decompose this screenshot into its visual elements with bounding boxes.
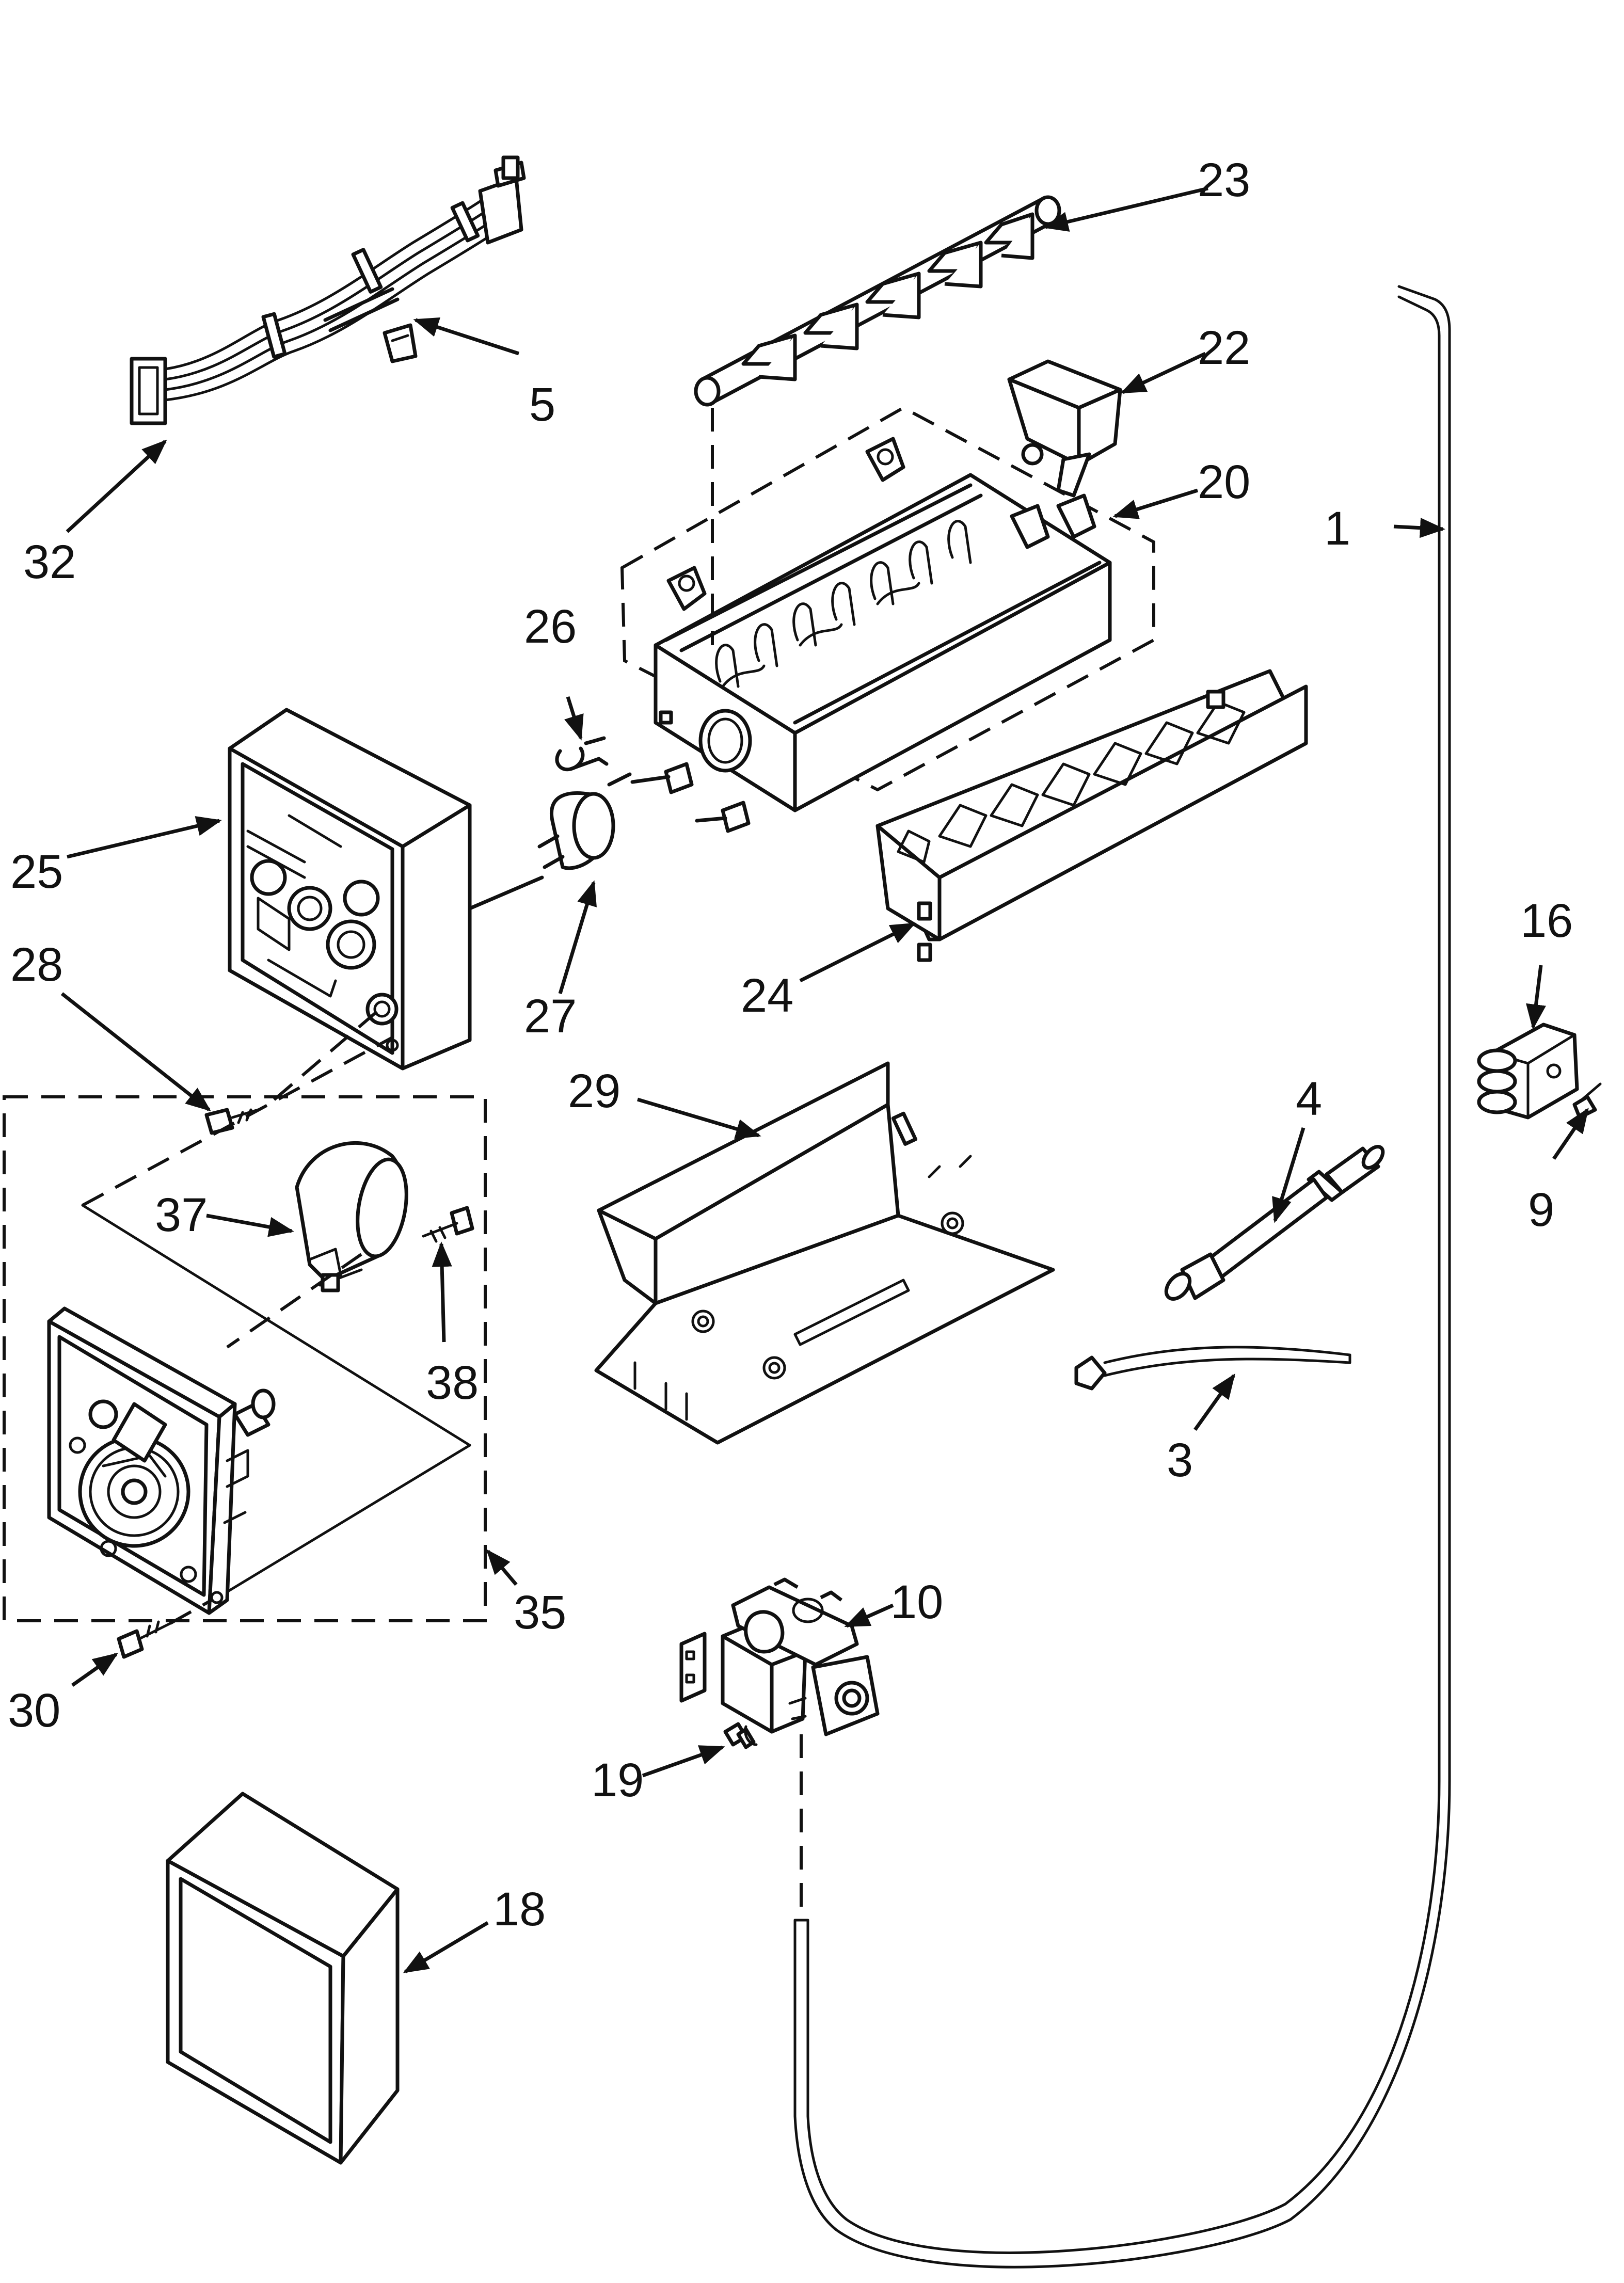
module-kit-box xyxy=(3,1036,487,1622)
callout-30: 30 xyxy=(8,1684,60,1737)
callout-25: 25 xyxy=(10,845,63,898)
shroud xyxy=(594,1061,1055,1445)
fill-cup xyxy=(1007,359,1122,498)
callout-35: 35 xyxy=(514,1586,566,1639)
callout-19: 19 xyxy=(591,1754,644,1807)
callout-38: 38 xyxy=(426,1356,479,1409)
screw-30-alignment xyxy=(169,1599,213,1625)
callout-20: 20 xyxy=(1198,456,1250,508)
callout-26: 26 xyxy=(524,600,577,653)
wire-harness xyxy=(130,155,526,425)
callout-16: 16 xyxy=(1520,895,1573,947)
screw-38 xyxy=(422,1206,474,1243)
callout-37: 37 xyxy=(155,1189,208,1241)
water-valve xyxy=(679,1577,880,1736)
callout-28: 28 xyxy=(10,938,63,991)
stripper xyxy=(875,669,1308,962)
callout-29: 29 xyxy=(568,1065,620,1117)
module-housing xyxy=(228,708,472,1071)
callout-1: 1 xyxy=(1324,502,1350,555)
callout-27: 27 xyxy=(524,990,577,1043)
ice-mold xyxy=(620,406,1155,812)
water-line xyxy=(793,285,1451,2269)
water-tube xyxy=(1074,1346,1351,1391)
callout-5: 5 xyxy=(529,378,555,431)
screw-28-alignment xyxy=(267,1010,378,1106)
thermostat-retainer xyxy=(555,736,609,772)
callout-labels: 23 22 20 1 5 32 26 25 27 24 28 29 16 4 9… xyxy=(8,154,1573,1936)
thermostat xyxy=(537,772,632,870)
leader-arrows xyxy=(60,186,1589,1974)
mold-heater-pins xyxy=(630,762,751,833)
callout-24: 24 xyxy=(741,969,793,1022)
callout-4: 4 xyxy=(1296,1073,1322,1125)
thermostat-alignment xyxy=(468,875,544,911)
callout-9: 9 xyxy=(1528,1184,1554,1236)
water-line-bracket xyxy=(1477,1023,1579,1120)
callout-18: 18 xyxy=(493,1883,546,1936)
bucket-cover xyxy=(166,1792,400,2165)
callout-10: 10 xyxy=(890,1576,943,1629)
callout-32: 32 xyxy=(23,536,76,588)
harness-clip xyxy=(383,323,418,363)
screw-19 xyxy=(723,1722,758,1749)
callout-23: 23 xyxy=(1198,154,1250,206)
callout-3: 3 xyxy=(1167,1434,1193,1487)
screw-30 xyxy=(117,1620,172,1659)
fill-tube xyxy=(1164,1145,1385,1301)
ejector xyxy=(694,195,1061,407)
callout-22: 22 xyxy=(1198,322,1250,374)
motor xyxy=(295,1141,408,1292)
motor-alignment xyxy=(226,1253,362,1349)
